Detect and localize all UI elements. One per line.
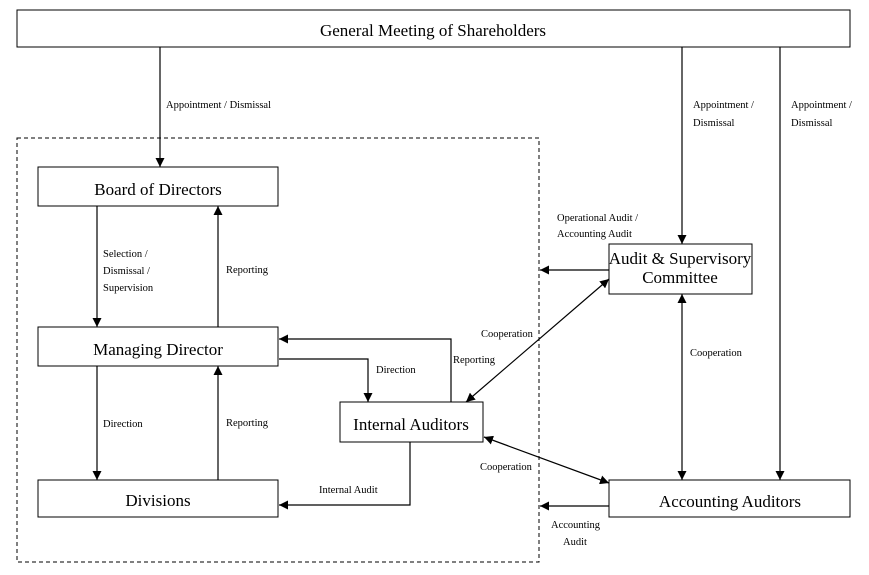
divisions-label: Divisions <box>125 491 190 510</box>
label-accounting-audit-1: Accounting <box>551 520 601 531</box>
node-managing-director: Managing Director <box>37 326 279 367</box>
board-label: Board of Directors <box>94 180 221 199</box>
label-appointment-committee-2: Dismissal <box>693 118 735 129</box>
label-appointment-board: Appointment / Dismissal <box>166 100 271 111</box>
node-internal-auditors: Internal Auditors <box>339 401 484 443</box>
internal-auditors-label: Internal Auditors <box>353 415 469 434</box>
label-appointment-committee-1: Appointment / <box>693 100 754 111</box>
arrow-direction-internal-auditors <box>279 358 373 402</box>
audit-committee-label-line2: Committee <box>642 268 718 287</box>
label-operational-audit-1: Operational Audit / <box>557 213 638 224</box>
label-reporting-internal-auditors: Reporting <box>453 355 496 366</box>
node-accounting-auditors: Accounting Auditors <box>608 479 851 518</box>
label-selection-3: Supervision <box>103 283 154 294</box>
arrow-cooperation-ia-auditors <box>483 435 610 485</box>
label-internal-audit: Internal Audit <box>319 485 378 496</box>
arrow-cooperation-ia-committee <box>465 278 610 403</box>
audit-committee-label-line1: Audit & Supervisory <box>609 249 752 268</box>
managing-director-label: Managing Director <box>93 340 223 359</box>
node-board: Board of Directors <box>37 166 279 207</box>
arrow-reporting-internal-auditors <box>279 334 452 402</box>
label-cooperation-ia-auditors: Cooperation <box>480 462 533 473</box>
label-cooperation-ia-committee: Cooperation <box>481 329 534 340</box>
label-accounting-audit-2: Audit <box>563 537 587 548</box>
node-divisions: Divisions <box>37 479 279 518</box>
label-appointment-auditors-1: Appointment / <box>791 100 852 111</box>
label-selection-1: Selection / <box>103 249 148 260</box>
label-appointment-auditors-2: Dismissal <box>791 118 833 129</box>
connectors <box>92 47 785 511</box>
company-boundary <box>16 137 540 563</box>
label-reporting-md: Reporting <box>226 418 269 429</box>
label-cooperation-committee-auditors: Cooperation <box>690 348 743 359</box>
label-operational-audit-2: Accounting Audit <box>557 229 632 240</box>
shareholders-label: General Meeting of Shareholders <box>320 21 546 40</box>
label-direction-internal-auditors: Direction <box>376 365 416 376</box>
node-shareholders: General Meeting of Shareholders <box>16 9 851 48</box>
label-reporting-board: Reporting <box>226 265 269 276</box>
node-audit-committee: Audit & Supervisory Committee <box>608 243 753 295</box>
arrow-internal-audit <box>279 442 411 510</box>
accounting-auditors-label: Accounting Auditors <box>659 492 801 511</box>
edge-labels: Appointment / Dismissal Appointment / Di… <box>103 100 852 548</box>
label-direction-divisions: Direction <box>103 419 143 430</box>
label-selection-2: Dismissal / <box>103 266 150 277</box>
